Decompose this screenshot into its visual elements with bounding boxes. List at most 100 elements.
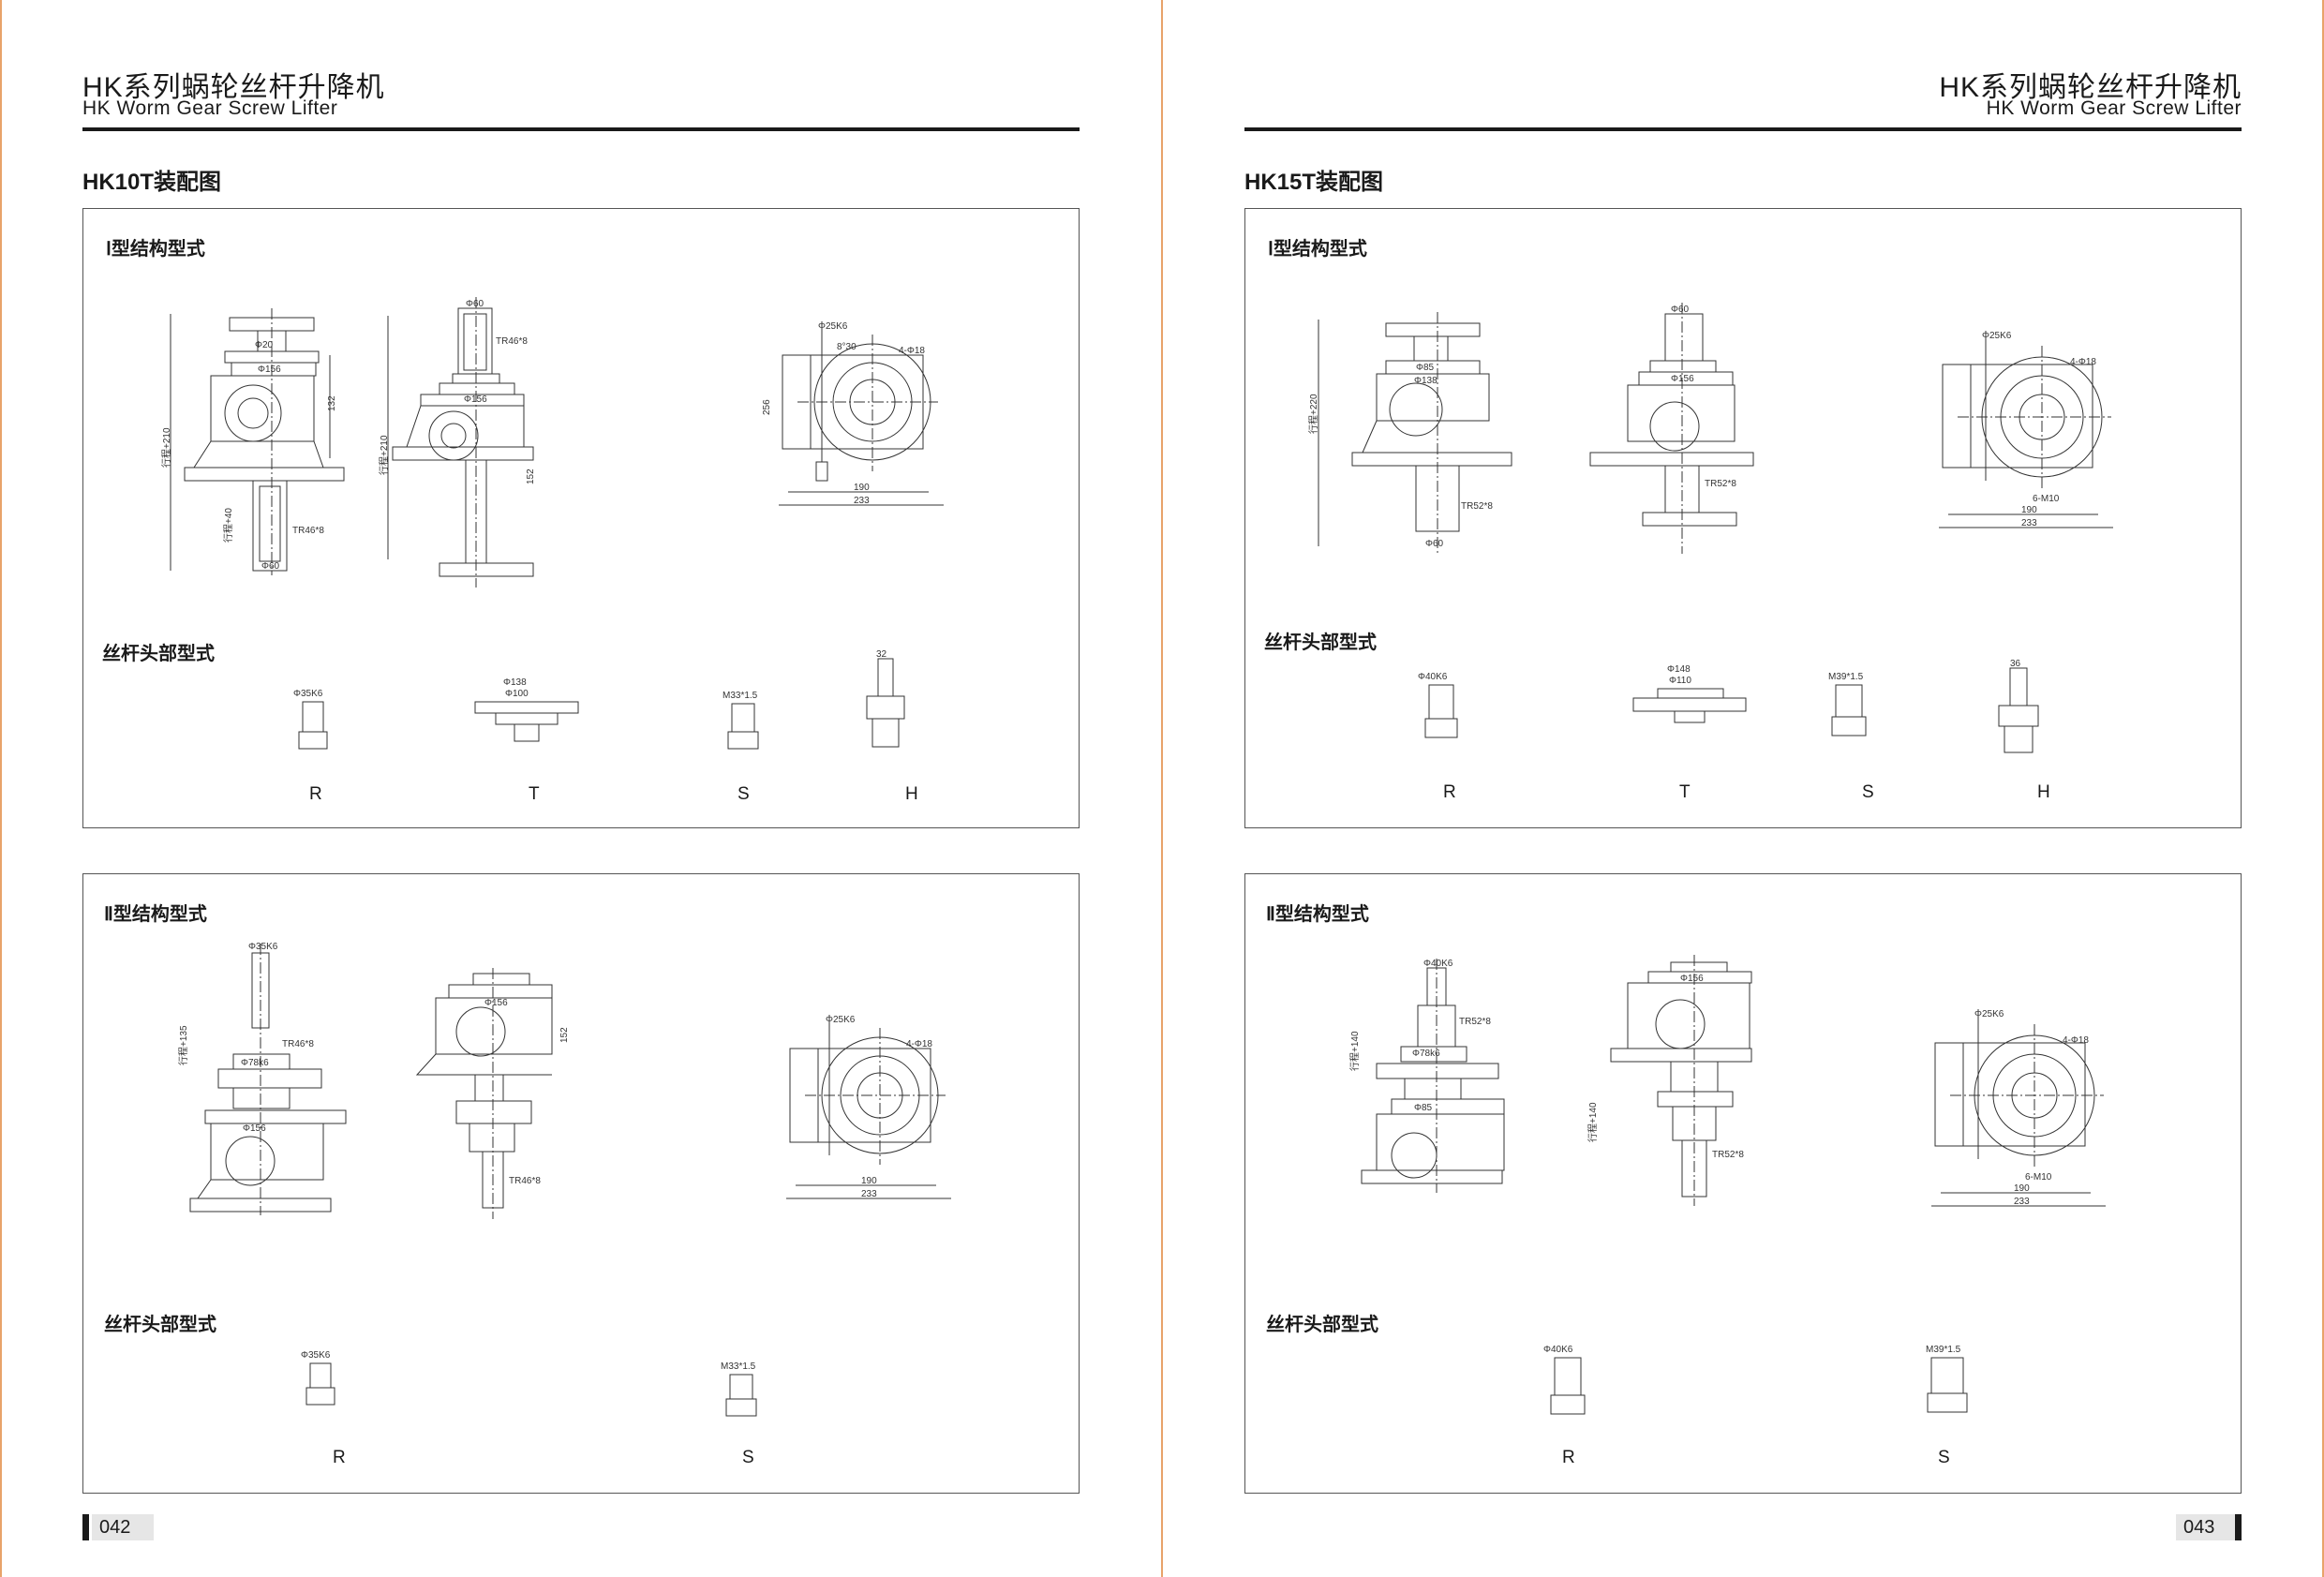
r-head2-title: 丝杆头部型式 (1266, 1315, 1378, 1335)
drawing-panel-type2-right: Ⅱ型结构型式 Φ40K6 TR52*8 Φ78k6 Φ85 行程+140 (1244, 873, 2242, 1494)
dim-w233: 233 (854, 496, 870, 506)
r-t2-dim-phi85: Φ85 (1414, 1103, 1433, 1113)
head1-label-H: H (905, 784, 918, 804)
head1-S-drawing: M33*1.5 (723, 691, 784, 754)
head2-R-dim: Φ35K6 (301, 1350, 331, 1361)
r-side-dim-phi60: Φ60 (1671, 305, 1690, 315)
dim-phi20: Φ20 (255, 340, 274, 350)
r-dim-phi85: Φ85 (1416, 363, 1435, 373)
head2-label-R: R (333, 1448, 346, 1467)
dim-phi25k6: Φ25K6 (818, 321, 848, 332)
dim-phi60: Φ60 (261, 561, 280, 572)
header-title-cn-right: HK系列蜗轮丝杆升降机 (1939, 72, 2242, 103)
drawing-panel-type1-right: Ⅰ型结构型式 Φ85 Φ138 TR52*8 Φ60 行程+220 (1244, 208, 2242, 828)
type1-front-view: Φ20 Φ156 TR46*8 Φ60 行程+210 行程+40 132 (160, 308, 353, 575)
page-edge-right (2322, 0, 2324, 1577)
head1-label-S: S (737, 784, 750, 804)
head2-R-drawing: Φ35K6 (301, 1350, 351, 1416)
r-t2-dim-phi78: Φ78k6 (1412, 1049, 1440, 1059)
r-head1-S-dim: M39*1.5 (1828, 672, 1864, 682)
page-number-right: 043 (2176, 1514, 2238, 1540)
r-type1-top-view: Φ25K6 4-Φ18 6-M10 190 233 (1920, 331, 2126, 528)
r-side-dim-tr: TR52*8 (1705, 479, 1736, 489)
r-t2-dim-phi40: Φ40K6 (1423, 959, 1453, 969)
section-title-right: HK15T装配图 (1244, 170, 1384, 195)
r-type2-top-view: Φ25K6 4-Φ18 6-M10 190 233 (1913, 1009, 2119, 1207)
type2-title: Ⅱ型结构型式 (104, 904, 207, 925)
type1-title: Ⅰ型结构型式 (106, 239, 205, 260)
page-number: 042 (92, 1514, 154, 1540)
r-t2t-dim-w190: 190 (2014, 1183, 2030, 1194)
header-title-en-right: HK Worm Gear Screw Lifter (1986, 97, 2242, 119)
r-type1-side-view: Φ60 Φ156 TR52*8 (1581, 303, 1768, 556)
type2-side-view: Φ156 TR46*8 152 (398, 968, 570, 1221)
r-top-dim-holes: 4-Φ18 (2070, 357, 2096, 367)
r-head2-R-drawing: Φ40K6 (1543, 1345, 1603, 1420)
head2-S-drawing: M33*1.5 (721, 1361, 777, 1427)
r-side-dim-phi156: Φ156 (1671, 374, 1694, 384)
dim-stroke: 行程+210 (160, 427, 172, 468)
head2-S-dim: M33*1.5 (721, 1361, 756, 1372)
r-t2-dim-stroke: 行程+140 (1348, 1031, 1361, 1071)
header-rule-right (1244, 127, 2242, 131)
r-t2t-dim-m10: 6-M10 (2025, 1172, 2052, 1183)
r-top-dim-m10: 6-M10 (2033, 494, 2060, 504)
head1-R-dim: Φ35K6 (293, 689, 323, 699)
t2-dim-tr: TR46*8 (282, 1039, 314, 1049)
dim-w190: 190 (854, 483, 870, 493)
page-number-bar (82, 1514, 89, 1540)
dim-phi156: Φ156 (258, 364, 281, 375)
head1-title: 丝杆头部型式 (102, 644, 215, 664)
header-rule (82, 127, 1080, 131)
r-head1-label-T: T (1679, 782, 1691, 802)
t2s-dim-h152: 152 (559, 1027, 570, 1043)
dim-h152-side: 152 (526, 469, 536, 484)
dim-angle: 8°30 (837, 342, 857, 352)
drawing-panel-type1: Ⅰ型结构型式 Φ20 Φ156 TR46*8 Φ60 行程+210 行程+40 … (82, 208, 1080, 828)
r-type1-title: Ⅰ型结构型式 (1268, 239, 1367, 260)
r-head1-H-dim: 36 (2010, 659, 2021, 669)
r-t2s-dim-stroke: 行程+140 (1587, 1102, 1599, 1142)
r-dim-phi138: Φ138 (1414, 376, 1438, 386)
head1-T-dim100: Φ100 (505, 689, 529, 699)
type1-top-view: Φ25K6 8°30 4-Φ18 190 233 256 (762, 321, 947, 506)
r-head1-T-dim148: Φ148 (1667, 664, 1691, 675)
header-title-cn: HK系列蜗轮丝杆升降机 (82, 72, 385, 103)
page-number-bar-right (2235, 1514, 2242, 1540)
section-title: HK10T装配图 (82, 170, 222, 195)
r-t2t-dim-holes: 4-Φ18 (2063, 1035, 2089, 1046)
r-dim-stroke: 行程+220 (1307, 394, 1319, 434)
drawing-panel-type2: Ⅱ型结构型式 Φ35K6 TR46*8 Φ78k6 Φ156 行程+135 (82, 873, 1080, 1494)
dim-h256: 256 (762, 399, 772, 415)
r-head2-S-drawing: M39*1.5 (1926, 1345, 1982, 1420)
head1-H-dim: 32 (876, 649, 887, 660)
head1-R-drawing: Φ35K6 (293, 689, 344, 754)
r-t2s-dim-phi156: Φ156 (1680, 974, 1704, 984)
r-type2-front-view: Φ40K6 TR52*8 Φ78k6 Φ85 行程+140 (1348, 959, 1536, 1202)
r-t2-dim-tr: TR52*8 (1459, 1017, 1491, 1027)
r-head1-T-dim110: Φ110 (1669, 676, 1691, 686)
dim-tr-top: TR46*8 (496, 336, 528, 347)
t2s-dim-tr: TR46*8 (509, 1176, 541, 1186)
dim-holes: 4-Φ18 (899, 346, 925, 356)
r-t2t-dim-w233: 233 (2014, 1197, 2030, 1207)
r-dim-tr: TR52*8 (1461, 501, 1493, 512)
head2-title: 丝杆头部型式 (104, 1315, 216, 1335)
head1-label-R: R (309, 784, 322, 804)
head1-T-dim138: Φ138 (503, 677, 527, 688)
r-head2-S-dim: M39*1.5 (1926, 1345, 1961, 1355)
type1-side-view: Φ60 TR46*8 Φ156 行程+210 152 (378, 297, 536, 597)
r-top-dim-w190: 190 (2021, 505, 2037, 515)
r-head1-title: 丝杆头部型式 (1264, 632, 1377, 653)
r-head1-label-H: H (2037, 782, 2050, 802)
dim-tr: TR46*8 (292, 526, 324, 536)
head1-S-dim: M33*1.5 (723, 691, 758, 701)
t2-dim-phi78: Φ78k6 (241, 1058, 269, 1068)
r-head1-label-R: R (1443, 782, 1456, 802)
r-head1-T-drawing: Φ148 Φ110 (1620, 664, 1761, 739)
r-t2t-dim-phi25: Φ25K6 (1974, 1009, 2004, 1019)
t2-dim-phi156: Φ156 (243, 1123, 266, 1134)
r-head1-S-drawing: M39*1.5 (1828, 672, 1888, 747)
type2-front-view: Φ35K6 TR46*8 Φ78k6 Φ156 行程+135 (177, 942, 365, 1225)
dim-stroke40: 行程+40 (222, 508, 234, 543)
